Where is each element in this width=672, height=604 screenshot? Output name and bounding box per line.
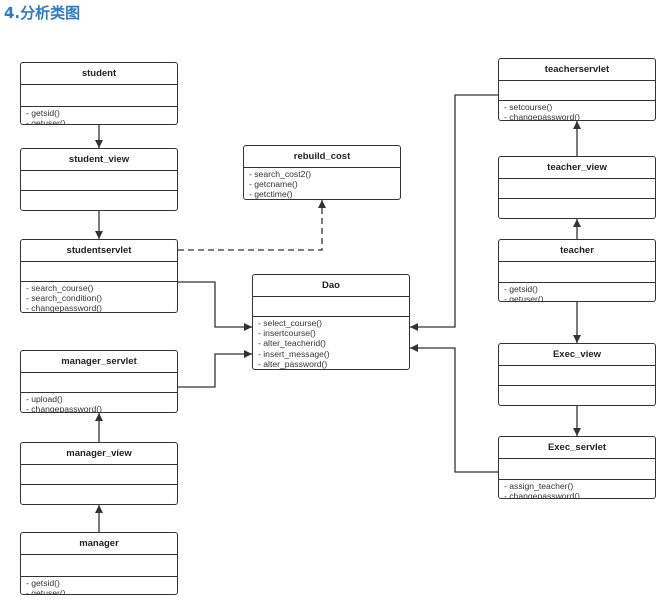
class-attributes-section	[253, 297, 409, 317]
arrowhead-student_view-to-studentservlet	[95, 231, 103, 239]
connector-manager_servlet-to-dao	[178, 353, 252, 388]
class-box-exec_servlet: Exec_servlet - assign_teacher()- changepa…	[498, 436, 656, 499]
class-operations-section: - select_course()- insertcourse()- alter…	[253, 317, 409, 369]
class-operation: - insert_message()	[258, 348, 330, 359]
class-box-dao: Dao- select_course()- insertcourse()- al…	[252, 274, 410, 370]
class-operations-section: - getsid()- getuser()	[21, 107, 177, 125]
class-name: teacherservlet	[499, 59, 655, 81]
class-box-manager: manager - getsid()- getuser()	[20, 532, 178, 595]
connector-studentservlet-to-dao	[178, 281, 252, 328]
arrowhead-manager-to-manager_view	[95, 505, 103, 513]
class-operations-section: - getsid()- getuser()	[499, 283, 655, 302]
arrowhead-student-to-student_view	[95, 140, 103, 148]
class-box-teacherservlet: teacherservlet - setcourse()- changepassw…	[498, 58, 656, 121]
class-operations-section	[499, 386, 655, 387]
class-operation: - alter_teacherid()	[258, 338, 326, 349]
class-attributes-section	[499, 459, 655, 480]
connector-exec_servlet-to-dao	[410, 347, 498, 473]
class-operation: - select_course()	[258, 318, 322, 328]
class-operation: - getsid()	[26, 108, 60, 118]
class-operation: - setcourse()	[504, 102, 553, 112]
class-operations-section: - setcourse()- changepassword()	[499, 101, 655, 121]
arrowhead-manager_servlet-to-dao	[244, 350, 252, 358]
class-attributes-section	[499, 262, 655, 283]
class-box-student_view: student_view	[20, 148, 178, 211]
class-operations-section: - search_course()- search_condition()- c…	[21, 282, 177, 313]
arrowhead-teacher_view-to-teacherservlet	[573, 121, 581, 129]
class-name: studentservlet	[21, 240, 177, 262]
arrowhead-manager_view-to-manager_servlet	[95, 413, 103, 421]
class-name: manager_servlet	[21, 351, 177, 373]
class-operation: - search_condition()	[26, 293, 102, 304]
arrowhead-teacher-to-teacher_view	[573, 219, 581, 227]
arrowhead-studentservlet-to-dao	[244, 323, 252, 331]
class-operation: - search_cost2()	[249, 169, 312, 179]
class-operation: - getcname()	[249, 179, 298, 190]
class-operations-section: - assign_teacher()- changepassword()	[499, 480, 655, 499]
class-name: manager_view	[21, 443, 177, 465]
class-name: teacher	[499, 240, 655, 262]
class-operation: - changepassword()	[26, 404, 102, 413]
class-attributes-section	[499, 179, 655, 199]
connector-teacherservlet-to-dao	[410, 94, 498, 328]
class-box-studentservlet: studentservlet - search_course()- search_…	[20, 239, 178, 313]
class-operation: - search_course()	[26, 283, 94, 293]
class-operation: - getuser()	[26, 118, 66, 125]
class-operations-section: - upload()- changepassword()	[21, 393, 177, 413]
class-box-manager_view: manager_view	[20, 442, 178, 505]
class-box-rebuild_cost: rebuild_cost- search_cost2()- getcname()…	[243, 145, 401, 200]
class-box-student: student - getsid()- getuser()	[20, 62, 178, 125]
class-attributes-section	[21, 171, 177, 191]
class-attributes-section	[21, 85, 177, 107]
class-operation: - alter_password()	[258, 358, 328, 369]
class-operation: - insertcourse()	[258, 328, 316, 339]
class-attributes-section	[21, 465, 177, 485]
class-operation: - assign_teacher()	[504, 481, 574, 491]
class-name: manager	[21, 533, 177, 555]
class-box-manager_servlet: manager_servlet - upload()- changepasswor…	[20, 350, 178, 413]
class-operation: - upload()	[26, 394, 63, 404]
class-box-teacher: teacher - getsid()- getuser()	[498, 239, 656, 302]
class-operation: - changepassword()	[504, 112, 580, 121]
class-operation: - getsid()	[26, 578, 60, 588]
class-name: Exec_servlet	[499, 437, 655, 459]
class-box-teacher_view: teacher_view	[498, 156, 656, 219]
class-attributes-section	[499, 366, 655, 386]
class-name: student	[21, 63, 177, 85]
class-attributes-section	[21, 262, 177, 282]
arrowhead-exec_view-to-exec_servlet	[573, 428, 581, 436]
arrowhead-teacherservlet-to-dao	[410, 323, 418, 331]
class-operation: - getuser()	[504, 294, 544, 302]
class-operations-section: - getsid()- getuser()	[21, 577, 177, 595]
class-operation: - getsid()	[504, 284, 538, 294]
class-name: Exec_view	[499, 344, 655, 366]
class-name: rebuild_cost	[244, 146, 400, 168]
arrowhead-studentservlet-to-rebuild_cost	[318, 200, 326, 208]
class-operation: - changepassword()	[504, 491, 580, 499]
class-operations-section	[21, 191, 177, 192]
class-operations-section	[21, 485, 177, 486]
class-operation: - getctime()	[249, 189, 293, 200]
class-attributes-section	[499, 81, 655, 101]
class-name: student_view	[21, 149, 177, 171]
class-box-exec_view: Exec_view	[498, 343, 656, 406]
class-operation: - changepassword()	[26, 303, 102, 313]
class-name: Dao	[253, 275, 409, 297]
arrowhead-teacher-to-exec_view	[573, 335, 581, 343]
class-operation: - getuser()	[26, 588, 66, 595]
class-attributes-section	[21, 555, 177, 577]
arrowhead-exec_servlet-to-dao	[410, 344, 418, 352]
class-attributes-section	[21, 373, 177, 393]
page-title: 4.分析类图	[4, 4, 81, 22]
class-name: teacher_view	[499, 157, 655, 179]
connector-studentservlet-to-rebuild_cost	[178, 200, 323, 251]
class-operations-section: - search_cost2()- getcname()- getctime()	[244, 168, 400, 200]
class-operations-section	[499, 199, 655, 200]
